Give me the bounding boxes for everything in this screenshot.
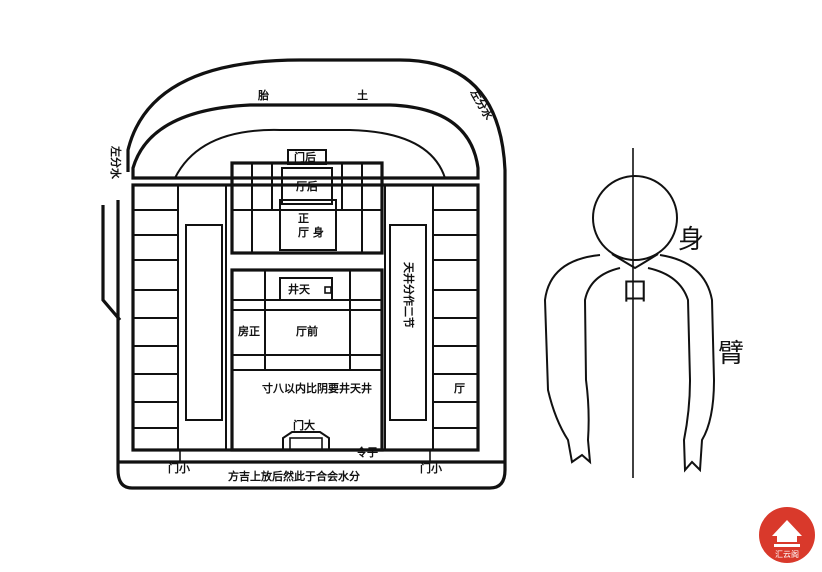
right-wing-rooms <box>432 184 479 451</box>
label-mouth: 口 <box>622 277 648 307</box>
label-courtyard-note: 天井分作二节 <box>402 262 416 328</box>
main-gate <box>282 431 330 450</box>
neck-joint <box>611 253 659 270</box>
label-left-water: 左分水 <box>109 145 123 180</box>
rear-hall-room <box>281 167 333 205</box>
right-corridor <box>384 184 434 451</box>
left-corridor <box>177 184 227 451</box>
label-side-room: 房正 <box>238 324 260 338</box>
label-right-water: 左分水 <box>467 86 497 123</box>
main-gate-plinth <box>289 437 323 451</box>
rear-hall-arch-wall <box>174 128 446 179</box>
brand-logo: 汇云阁 <box>759 507 815 563</box>
rear-gate-box <box>287 149 327 165</box>
label-body: 身 <box>678 225 704 255</box>
head-circle <box>592 175 678 261</box>
left-drain <box>101 205 122 322</box>
small-courtyard <box>279 277 333 301</box>
house-plan: 胎 土 左分水 左分水 门后 厅后 正厅 身 井天 天井分作二节 房正 厅前 寸… <box>101 58 507 490</box>
label-main-hall-body: 正厅 身 <box>298 212 324 239</box>
body-figure: 身 口 臂 <box>543 148 744 478</box>
label-water-merge: 方吉上放后然此于合会水分 <box>228 469 360 483</box>
label-rear-gate: 门后 <box>294 150 316 164</box>
label-rear-hall: 厅后 <box>296 179 318 193</box>
label-small-gate-right: 门小 <box>420 461 442 475</box>
right-long-room <box>389 224 427 421</box>
left-long-room <box>185 224 223 421</box>
label-main-gate: 门大 <box>293 418 315 432</box>
label-gate-mark: 令子 <box>355 445 378 459</box>
label-arm: 臂 <box>718 339 744 369</box>
label-small-gate-left: 门小 <box>168 461 190 475</box>
logo-text: 汇云阁 <box>775 549 799 559</box>
rear-mound-inner-arch <box>131 103 480 180</box>
main-body-room <box>279 199 337 251</box>
courtyard-well-mark <box>324 286 332 294</box>
label-small-courtyard: 井天 <box>288 282 311 296</box>
label-back-soil: 胎 土 <box>257 88 368 102</box>
label-side-hall: 厅 <box>454 382 465 395</box>
rear-mound-outer-arch <box>116 58 507 490</box>
label-courtyard-rule: 寸八以内比阴要井天井 <box>262 381 372 395</box>
arms-outer <box>543 254 716 473</box>
left-wing-rooms <box>132 184 179 451</box>
label-front-hall: 厅前 <box>296 324 318 338</box>
